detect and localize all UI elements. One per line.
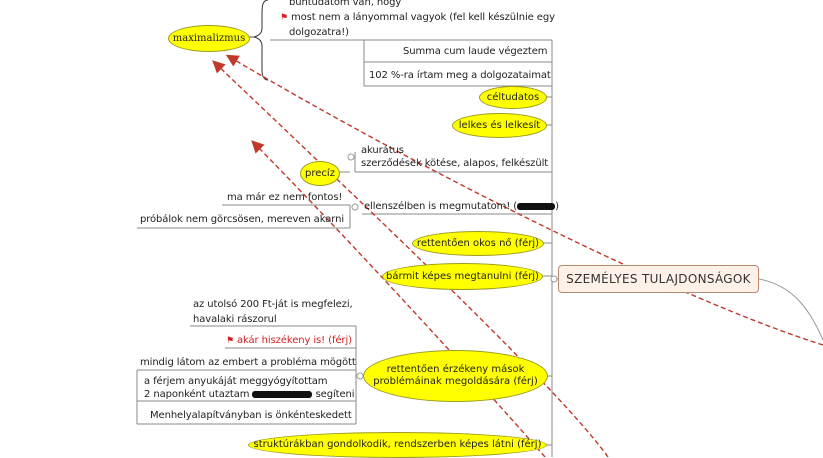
root-collapse-handle[interactable] [550,275,558,283]
relation-arrow-2 [212,60,609,457]
label-mindig: mindig látom az embert a probléma mögött [140,357,356,368]
precis-collapse-handle[interactable] [347,153,355,161]
node-okos[interactable]: rettentően okos nő (férj) [412,231,544,256]
label-summa: Summa cum laude végeztem [403,46,548,57]
node-strukturak[interactable]: struktúrákban gondolkodik, rendszerben k… [248,432,547,458]
label-buntudatom: bűntudatom van, hogy [289,0,402,8]
root-outgoing-curve [758,278,823,341]
label-ellenszelben-text: ellenszélben is megmutatom! ( [364,201,518,212]
redaction-mark [517,202,556,210]
label-ferjem-2: 2 naponként utaztam segíteni [144,388,355,401]
flag-icon: ⚑ [280,13,288,23]
label-ferjem-2a: 2 naponként utaztam [144,389,250,400]
label-menhely: Menhelyalapítványban is önkénteskedett [150,410,352,421]
label-ellenszelben: ellenszélben is megmutatom! () [364,201,559,212]
node-erzekeny[interactable]: rettentően érzékeny mások problémáinak m… [363,350,548,402]
relation-arrow-3 [251,140,546,457]
label-most-nem-text: most nem a lányommal vagyok (fel kell ké… [290,12,555,23]
redaction-mark [252,390,313,398]
label-ma-mar: ma már ez nem fontos! [227,192,343,203]
root-topic[interactable]: SZEMÉLYES TULAJDONSÁGOK [558,265,759,293]
node-precis[interactable]: precíz [300,161,340,186]
node-celtudatos[interactable]: céltudatos [479,86,547,109]
node-lelkes[interactable]: lelkes és lelkesít [452,113,547,138]
label-most-nem: ⚑most nem a lányommal vagyok (fel kell k… [280,11,555,25]
ellenszelben-collapse-handle[interactable] [351,203,359,211]
label-szerzodesek: szerződések kötése, alapos, felkészült [361,158,549,169]
label-hiszekeny-text: akár hiszékeny is! (férj) [236,335,352,346]
label-szazketto: 102 %-ra írtam meg a dolgozataimat [369,70,551,81]
flag-icon: ⚑ [226,336,234,346]
label-utolso-1: az utolsó 200 Ft-ját is megfelezi, [193,299,353,310]
label-probalok: próbálok nem görcsösen, mereven akarni [140,214,344,225]
label-ferjem-2b: segíteni [315,389,355,400]
node-barmit[interactable]: bármit képes megtanulni (férj) [382,263,543,290]
label-dolgozatra: dolgozatra!) [289,27,349,38]
label-ferjem-1: a férjem anyukáját meggyógyítottam [144,376,328,387]
relation-arrow-1 [225,54,823,346]
label-utolso-2: havalaki rászorul [193,314,277,325]
node-maximalizmus[interactable]: maximalizmus [168,25,250,52]
label-hiszekeny: ⚑akár hiszékeny is! (férj) [226,334,352,348]
node-erzekeny-line2: problémáinak megoldására (férj) [373,376,538,387]
node-erzekeny-line1: rettentően érzékeny mások [386,364,525,375]
label-akuratus: akurátus [361,145,404,156]
maximalizmus-brace [253,0,269,81]
